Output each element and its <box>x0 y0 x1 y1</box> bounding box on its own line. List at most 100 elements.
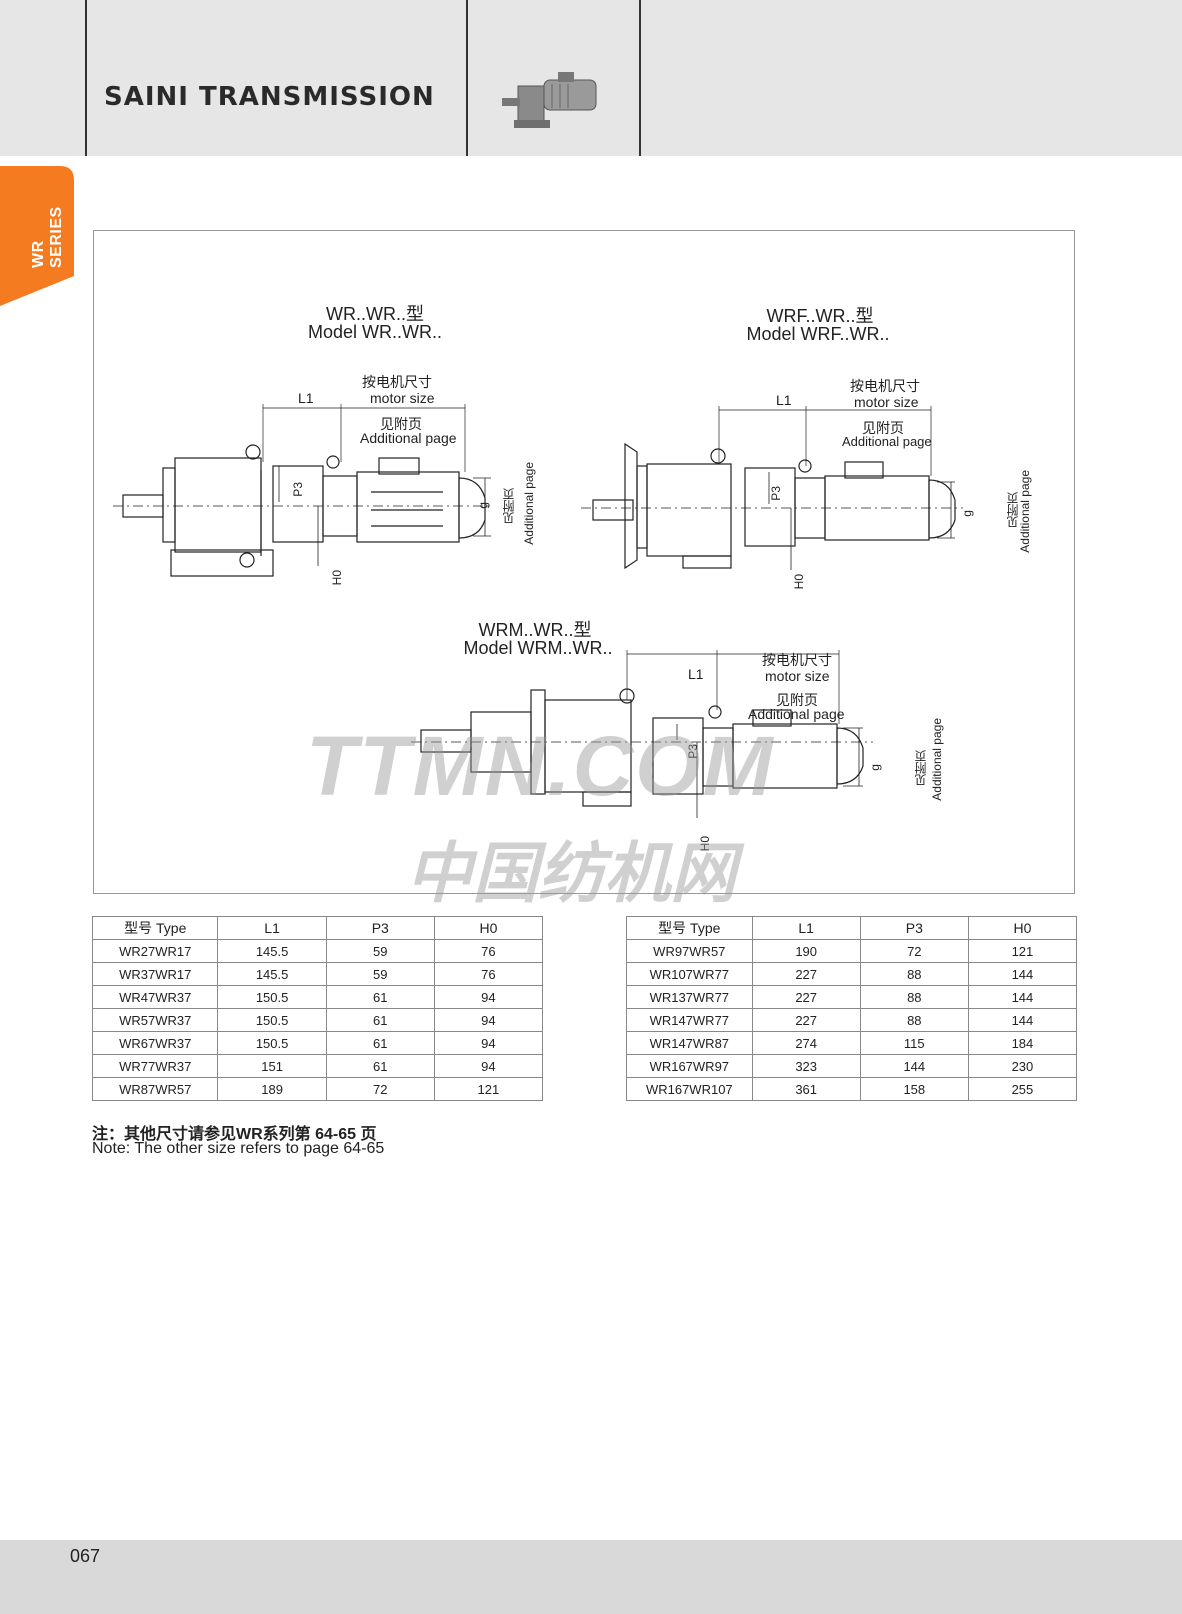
col-header-p3: P3 <box>859 916 969 940</box>
cell-p3: 158 <box>859 1077 969 1101</box>
drawing-frame <box>93 230 1075 894</box>
dimension-drawings <box>113 404 963 818</box>
cell-l1: 227 <box>751 962 861 986</box>
cell-p3: 88 <box>859 985 969 1009</box>
cell-h0: 121 <box>967 939 1078 963</box>
cell-type: WR37WR17 <box>91 962 219 986</box>
cell-h0: 76 <box>433 939 544 963</box>
side-additional-zh: 见附页 <box>914 750 928 786</box>
model-title-en: Model WRF..WR.. <box>746 324 890 344</box>
cell-h0: 255 <box>967 1077 1078 1101</box>
cell-h0: 94 <box>433 985 544 1009</box>
page-footer <box>0 1540 1182 1614</box>
side-additional-en: Additional page <box>930 718 944 801</box>
cell-type: WR67WR37 <box>91 1031 219 1055</box>
model-title-en: Model WRM..WR.. <box>463 638 613 658</box>
header-divider <box>85 0 87 156</box>
dim-label-l1: L1 <box>776 392 792 408</box>
cell-l1: 227 <box>751 985 861 1009</box>
note-english: Note: The other size refers to page 64-6… <box>92 1140 385 1157</box>
cell-p3: 61 <box>325 1031 435 1055</box>
cell-p3: 61 <box>325 1008 435 1032</box>
additional-page-en: Additional page <box>748 706 845 722</box>
series-tab-label: WR SERIES <box>30 206 65 268</box>
cell-l1: 323 <box>751 1054 861 1078</box>
page-header <box>0 0 1182 156</box>
dim-label-g: g <box>960 510 974 517</box>
cell-type: WR47WR37 <box>91 985 219 1009</box>
cell-l1: 274 <box>751 1031 861 1055</box>
additional-page-zh: 见附页 <box>862 420 904 436</box>
cell-h0: 94 <box>433 1054 544 1078</box>
cell-p3: 59 <box>325 962 435 986</box>
dim-label-l1: L1 <box>688 666 704 682</box>
cell-l1: 189 <box>217 1077 327 1101</box>
drawing-wrf-wr <box>581 406 963 570</box>
header-divider <box>639 0 641 156</box>
cell-h0: 94 <box>433 1031 544 1055</box>
cell-p3: 88 <box>859 962 969 986</box>
cell-l1: 145.5 <box>217 962 327 986</box>
cell-h0: 121 <box>433 1077 544 1101</box>
col-header-p3: P3 <box>325 916 435 940</box>
cell-p3: 72 <box>325 1077 435 1101</box>
cell-h0: 144 <box>967 962 1078 986</box>
series-tab <box>0 166 74 306</box>
cell-type: WR167WR97 <box>626 1054 753 1078</box>
model-title-zh: WR..WR..型 <box>326 304 424 324</box>
col-header-type: 型号 Type <box>626 916 753 940</box>
cell-l1: 361 <box>751 1077 861 1101</box>
cell-p3: 72 <box>859 939 969 963</box>
motor-size-zh: 按电机尺寸 <box>850 378 920 394</box>
cell-l1: 227 <box>751 1008 861 1032</box>
additional-page-en: Additional page <box>360 430 457 446</box>
cell-p3: 61 <box>325 985 435 1009</box>
watermark-domain: TTMN.COM <box>306 719 775 813</box>
header-divider <box>466 0 468 156</box>
additional-page-en: Additional page <box>842 434 932 449</box>
dim-label-h0: H0 <box>330 570 344 586</box>
cell-type: WR77WR37 <box>91 1054 219 1078</box>
cell-h0: 184 <box>967 1031 1078 1055</box>
cell-h0: 94 <box>433 1008 544 1032</box>
cell-type: WR27WR17 <box>91 939 219 963</box>
cell-type: WR167WR107 <box>626 1077 753 1101</box>
motor-size-en: motor size <box>765 668 830 684</box>
table-header-row: 型号 Type L1 P3 H0 <box>626 916 1078 940</box>
cell-type: WR107WR77 <box>626 962 753 986</box>
cell-h0: 76 <box>433 962 544 986</box>
side-additional-en: Additional page <box>522 462 536 545</box>
side-additional-en: Additional page <box>1018 470 1032 553</box>
motor-size-en: motor size <box>370 390 435 406</box>
dim-label-h0: H0 <box>792 574 806 590</box>
cell-l1: 150.5 <box>217 985 327 1009</box>
brand-logo: SAINI TRANSMISSION <box>104 82 435 112</box>
dim-label-p3: P3 <box>769 486 783 501</box>
col-header-l1: L1 <box>751 916 861 940</box>
model-title-zh: WRM..WR..型 <box>478 620 592 640</box>
cell-type: WR137WR77 <box>626 985 753 1009</box>
dim-label-p3: P3 <box>291 482 305 497</box>
page-number: 067 <box>70 1546 101 1566</box>
additional-page-zh: 见附页 <box>380 416 422 432</box>
model-title-zh: WRF..WR..型 <box>766 306 874 326</box>
note-chinese: 注：其他尺寸请参见WR系列第 64-65 页 <box>92 1126 377 1143</box>
cell-l1: 150.5 <box>217 1008 327 1032</box>
additional-page-zh: 见附页 <box>776 692 818 708</box>
model-title-en: Model WR..WR.. <box>307 322 442 342</box>
drawing-wr-wr <box>113 404 493 577</box>
dim-label-l1: L1 <box>298 390 314 406</box>
dim-label-g: g <box>868 764 882 771</box>
motor-size-zh: 按电机尺寸 <box>362 374 432 390</box>
